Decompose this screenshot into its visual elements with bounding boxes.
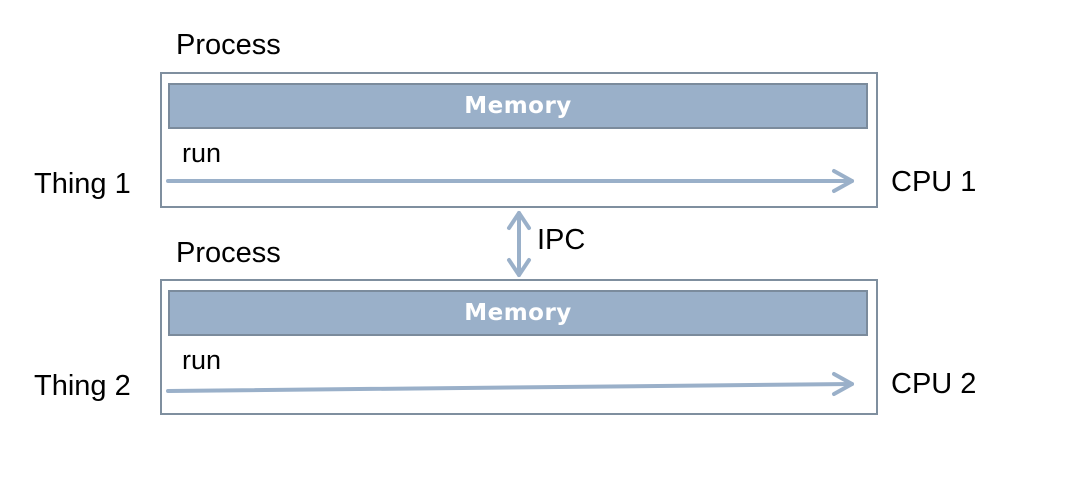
- process-2-title: Process: [176, 237, 281, 269]
- process-1-box: Memory run: [160, 72, 878, 208]
- run-arrow-1: [166, 169, 854, 193]
- process-2-run-label: run: [182, 345, 222, 375]
- ipc-double-arrow: [507, 211, 531, 277]
- thing-1-label: Thing 1: [34, 168, 131, 200]
- process-2-box: Memory run: [160, 279, 878, 415]
- cpu-2-label: CPU 2: [891, 368, 977, 400]
- ipc-label: IPC: [537, 224, 586, 256]
- cpu-1-label: CPU 1: [891, 166, 977, 198]
- run-arrow-2: [166, 372, 854, 396]
- thing-2-label: Thing 2: [34, 370, 131, 402]
- process-2-memory: Memory: [168, 290, 868, 336]
- process-1-title: Process: [176, 29, 281, 61]
- process-1-run-label: run: [182, 138, 222, 168]
- process-1-memory: Memory: [168, 83, 868, 129]
